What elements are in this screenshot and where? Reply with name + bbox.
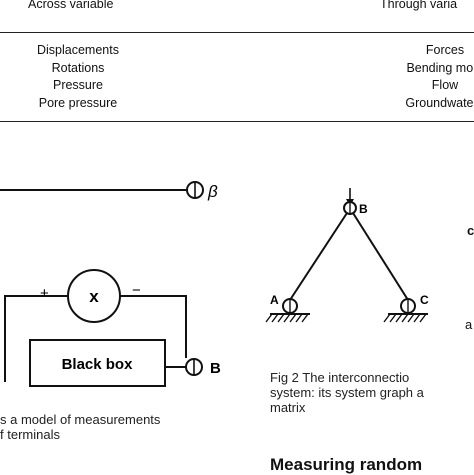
caption-line: Fig 2 The interconnectio	[270, 370, 410, 385]
table-cell: Groundwater f	[405, 95, 474, 110]
terminal-b-label: B	[210, 360, 221, 377]
table-col-across: Displacements Rotations Pressure Pore pr…	[0, 42, 156, 112]
fig1-diagram: β x + − Black box B	[0, 181, 221, 387]
caption-line: system: its system graph a	[270, 385, 424, 400]
caption-line: f terminals	[0, 427, 60, 442]
table-header-across: Across variable	[28, 0, 114, 11]
multiplier-icon	[67, 269, 121, 323]
table-rule-top	[0, 32, 474, 34]
edge-fragment: a	[465, 317, 473, 332]
fig2-diagram: B A C	[265, 188, 429, 323]
output-terminal-icon	[185, 358, 203, 376]
section-heading: Measuring random	[270, 455, 423, 474]
table-cell: Flow	[431, 78, 459, 92]
plus-sign: +	[40, 285, 49, 302]
caption-line: s a model of measurements	[0, 412, 161, 427]
loop-wire-left	[4, 295, 68, 382]
beta-terminal-icon	[186, 181, 204, 199]
pin-support-c-icon	[383, 298, 428, 323]
minus-sign: −	[132, 282, 141, 299]
node-a-label: A	[270, 293, 279, 307]
table-cell: Forces	[425, 43, 465, 57]
beta-label: β	[207, 182, 218, 201]
pin-support-a-icon	[265, 298, 310, 323]
multiplier-label: x	[89, 287, 99, 306]
member-ab	[289, 212, 348, 301]
black-box	[29, 339, 166, 387]
loop-wire-right	[120, 295, 187, 358]
table-header-through: Through varia	[380, 0, 458, 11]
fig2-caption: Fig 2 The interconnectio system: its sys…	[270, 370, 424, 415]
edge-fragment: c	[467, 223, 474, 238]
table-col-through: Forces Bending mom Flow Groundwater f	[364, 42, 474, 112]
member-bc	[352, 212, 409, 301]
node-b-label: B	[359, 202, 368, 216]
black-box-label: Black box	[62, 356, 134, 373]
table-rule-bottom	[0, 121, 474, 123]
table-cell: Displacements	[37, 43, 119, 57]
node-b-icon	[343, 201, 357, 215]
caption-line: matrix	[270, 400, 306, 415]
table-cell: Rotations	[51, 60, 105, 75]
table-cell: Pore pressure	[38, 95, 118, 110]
fig1-caption: s a model of measurements f terminals	[0, 412, 160, 442]
table-cell: Bending mom	[406, 60, 474, 75]
table-cell: Pressure	[52, 78, 104, 92]
node-c-label: C	[420, 293, 429, 307]
